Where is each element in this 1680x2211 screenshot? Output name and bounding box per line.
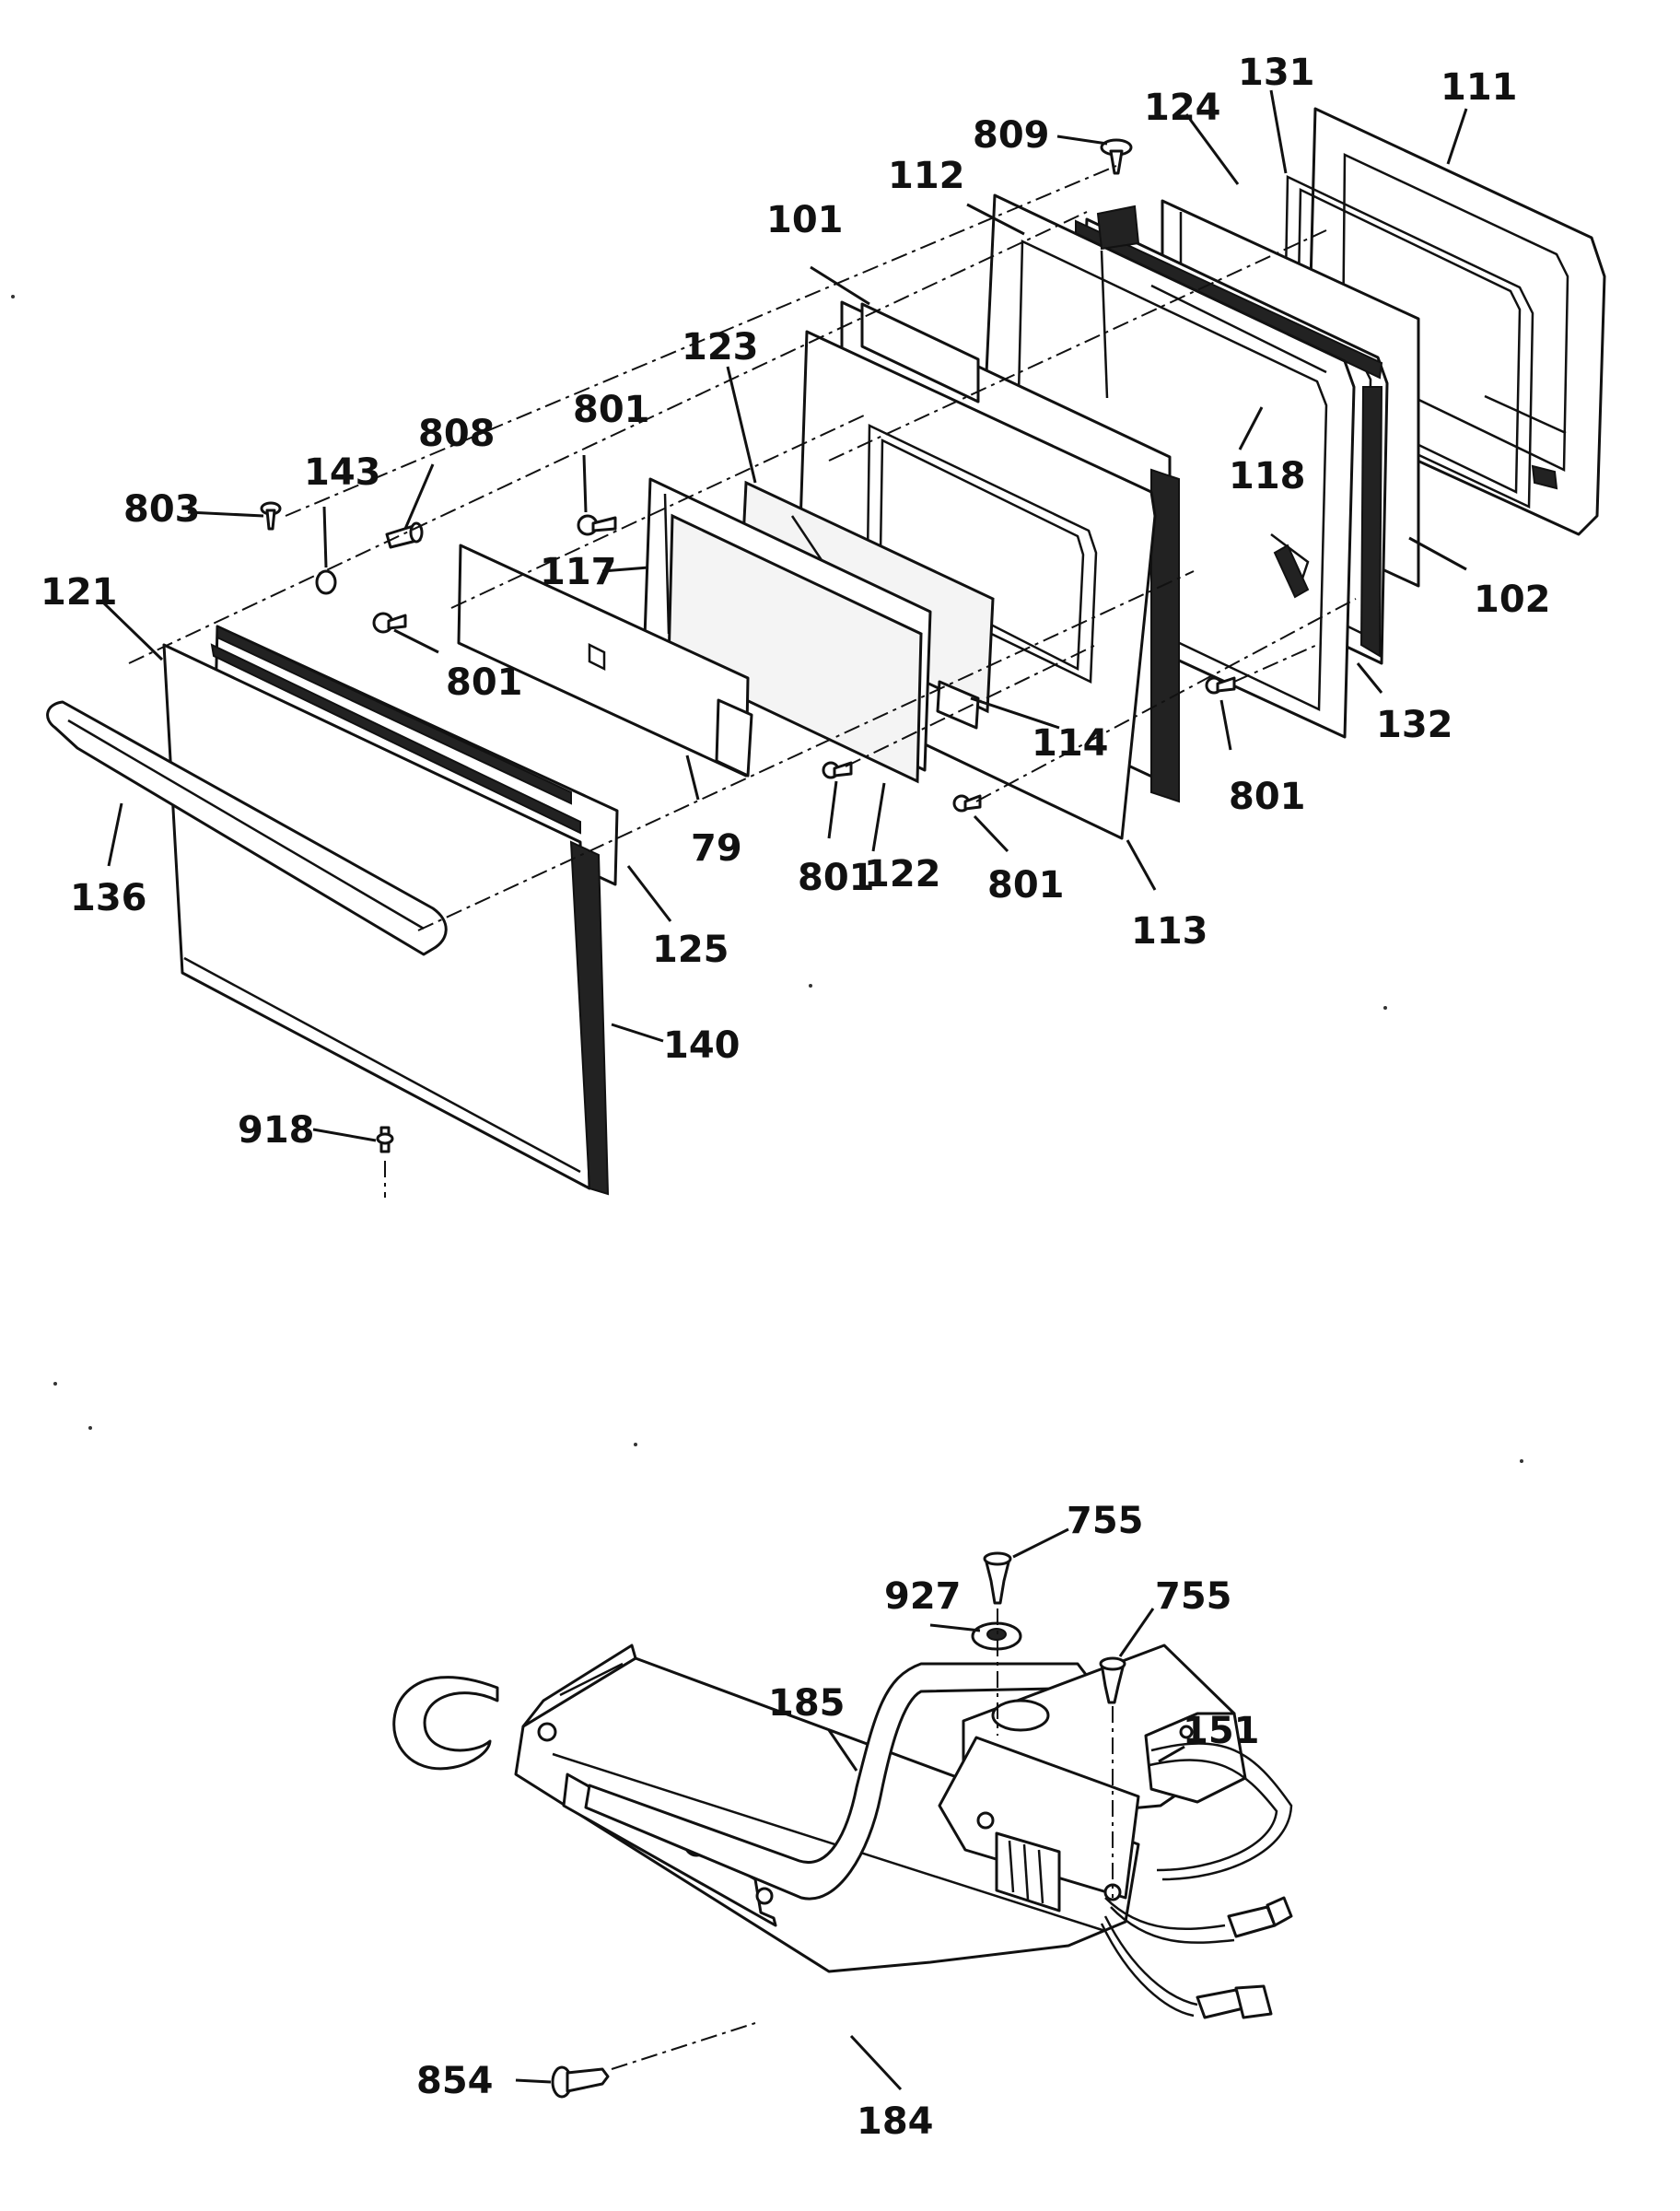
label-125: 125 [652,929,729,971]
screw-755-b-icon [1099,1656,1126,1704]
label-114: 114 [1032,722,1109,765]
screw-801-e-icon [1205,676,1236,695]
label-117: 117 [540,551,617,593]
motor-assembly-lines [611,1609,1114,2070]
screw-801-b-icon [372,612,407,634]
label-136: 136 [70,877,147,919]
label-121: 121 [41,571,118,614]
label-131: 131 [1238,52,1315,94]
terminal-connector-icon [1196,1984,1273,2019]
label-801-d: 801 [798,857,875,899]
screw-854-icon [551,2065,610,2099]
label-185: 185 [768,1682,846,1725]
part-136-handle [46,700,448,956]
label-118: 118 [1229,455,1306,497]
label-803: 803 [123,488,201,531]
oven-door-assembly [46,89,1606,1198]
motor-bracket-assembly [392,1527,1293,2099]
screw-918-icon [376,1126,394,1153]
label-122: 122 [864,853,941,895]
label-132: 132 [1376,704,1453,746]
motor-wiring [1100,1896,1293,2019]
label-755-a: 755 [1067,1500,1144,1542]
part-185-rod [584,1662,1098,1901]
screw-809-icon [1100,138,1133,175]
washer-143-icon [315,569,337,595]
screw-803-icon [260,501,282,531]
screw-801-d-icon [952,794,982,813]
label-112: 112 [888,155,965,197]
label-124: 124 [1144,87,1221,129]
label-140: 140 [663,1024,741,1067]
screw-755-a-icon [983,1551,1012,1605]
label-927: 927 [884,1575,962,1618]
label-801-c: 801 [1229,776,1306,818]
label-113: 113 [1131,910,1208,953]
label-809: 809 [973,114,1050,157]
label-808: 808 [418,413,496,455]
scan-specks [11,295,1523,1463]
screw-801-a-icon [577,514,617,536]
label-918: 918 [238,1109,315,1152]
label-102: 102 [1474,579,1551,621]
leader-lines [101,89,1468,1142]
label-111: 111 [1441,66,1518,109]
label-755-b: 755 [1155,1575,1232,1618]
label-101: 101 [766,199,844,241]
label-123: 123 [682,326,759,368]
label-801-b: 801 [446,661,523,704]
callout-labels: 111 131 124 809 112 101 123 801 808 143 … [41,52,1551,2143]
label-151: 151 [1183,1710,1260,1752]
terminal-connector-icon [1227,1896,1293,1938]
assembly-lines [128,165,1357,1198]
label-801-a: 801 [573,389,650,431]
part-122-glass [667,513,923,784]
label-79: 79 [691,827,742,870]
part-151-motor-housing [938,1644,1293,1913]
motor-leader-lines [515,1527,1185,2091]
part-79-baffle [457,544,753,778]
label-854: 854 [416,2060,494,2102]
label-184: 184 [857,2100,934,2143]
label-143: 143 [304,451,381,494]
part-184-hook [392,1676,499,1771]
label-801-e: 801 [987,864,1065,907]
